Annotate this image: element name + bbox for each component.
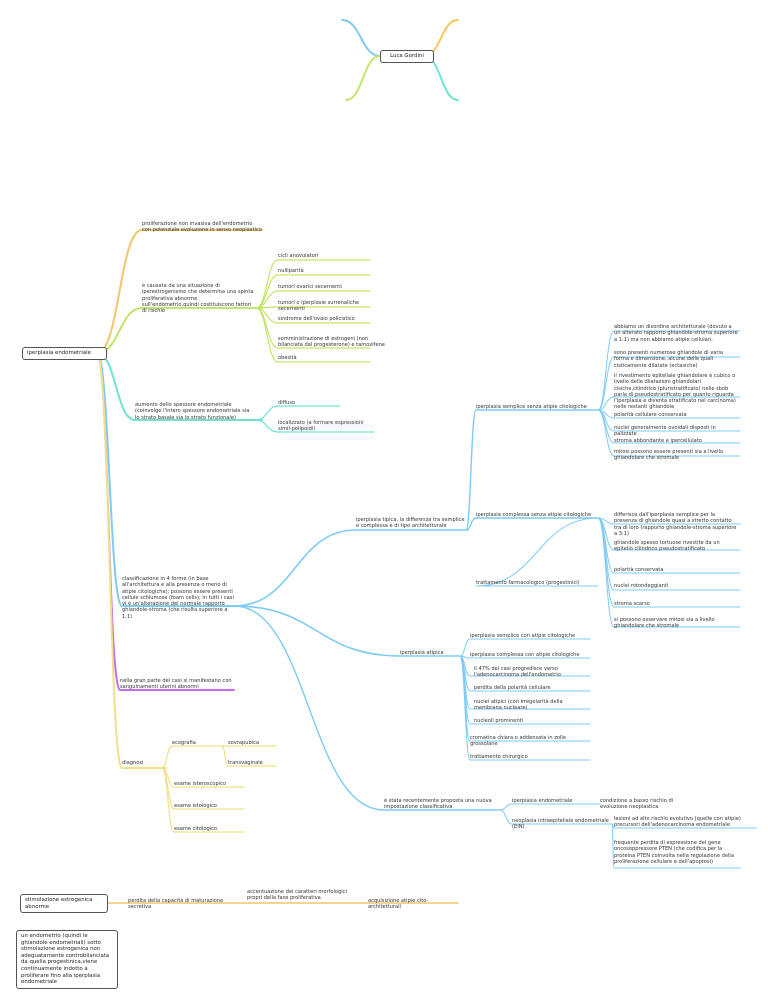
link-atipica bbox=[233, 605, 461, 657]
link-tratt-farm bbox=[475, 517, 599, 587]
ecografia-node[interactable]: ecografia bbox=[172, 740, 196, 746]
luca-branch-blue bbox=[341, 19, 381, 57]
citologico-node[interactable]: esame citologico bbox=[174, 826, 218, 832]
localizzato-node[interactable]: localizzato (a formare espressioni simil… bbox=[278, 420, 364, 433]
nuova-classificazione-node[interactable]: è stata recentemente proposta una nuova … bbox=[384, 798, 492, 811]
thickness-node[interactable]: aumento dello spessore endometriale (coi… bbox=[135, 402, 250, 421]
link-sd2 bbox=[597, 356, 741, 411]
endometrio-note-node[interactable]: un endometrio (quindi le ghiandole endom… bbox=[16, 930, 118, 989]
perdita-capacita-node[interactable]: perdita della capacità di maturazione se… bbox=[128, 898, 224, 911]
link-citologico bbox=[161, 767, 245, 833]
link-risk-nulli bbox=[255, 274, 371, 309]
link-complessa bbox=[465, 517, 599, 531]
risk-nulliparita[interactable]: nulliparità bbox=[278, 268, 304, 274]
link-tratt-chir bbox=[459, 655, 591, 761]
semplice-d7[interactable]: mitosi possono essere presenti sia a liv… bbox=[614, 449, 724, 462]
link-causa bbox=[96, 307, 263, 354]
classification-node[interactable]: classificazione in 4 forme (in base all'… bbox=[122, 576, 234, 620]
trattamento-chirurgico[interactable]: trattamento chirurgico bbox=[470, 754, 528, 760]
semplice-d6[interactable]: stroma abbondante e ipercellulato bbox=[614, 438, 702, 444]
acquisizione-node[interactable]: acquisizione atipie cito-architetturali bbox=[368, 898, 429, 911]
isteroscopico-node[interactable]: esame isteroscopico bbox=[174, 781, 227, 787]
condizione-basso-rischio[interactable]: condizione a basso rischio di evoluzione… bbox=[600, 798, 674, 811]
transvaginale-node[interactable]: transvaginale bbox=[228, 760, 263, 766]
complessa-c1[interactable]: differisce dall'iperplasia semplice per … bbox=[614, 512, 737, 537]
link-transvaginale bbox=[221, 745, 277, 767]
accentuazione-node[interactable]: accentuazione dei caratteri morfologici … bbox=[247, 889, 347, 902]
complessa-node[interactable]: iperplasia complessa senza atipie citolo… bbox=[476, 512, 592, 518]
complessa-c2[interactable]: ghiandole spesso tortuose rivestite da u… bbox=[614, 540, 720, 553]
link-sd7 bbox=[597, 409, 741, 457]
diagnosi-node[interactable]: diagnosi bbox=[122, 760, 144, 766]
pten-node[interactable]: frequente perdita di espressione del gen… bbox=[614, 840, 734, 865]
lesioni-alto-rischio[interactable]: lesioni ad alto rischio evolutivo (quell… bbox=[614, 816, 741, 829]
atipica-a1[interactable]: iperplasia semplice con atipie citologic… bbox=[470, 633, 576, 639]
atipica-a7[interactable]: cromatina chiara o addensata in zolle gr… bbox=[470, 735, 566, 748]
link-tipica bbox=[233, 529, 469, 607]
complessa-c3[interactable]: polarità conservata bbox=[614, 567, 664, 573]
link-diffuso bbox=[255, 405, 341, 421]
semplice-d3[interactable]: il rivestimento epiteliale ghiandolare è… bbox=[614, 373, 736, 411]
diffuso-node[interactable]: diffuso bbox=[278, 400, 296, 406]
risk-estrogeni[interactable]: somministrazione di estrogeni (non bilan… bbox=[278, 336, 385, 349]
link-pten bbox=[611, 823, 741, 869]
link-sd3 bbox=[597, 396, 741, 411]
link-localizz bbox=[255, 419, 375, 433]
link-c1 bbox=[597, 517, 741, 525]
complessa-c5[interactable]: stroma scarso bbox=[614, 601, 650, 607]
definition-node[interactable]: proliferazione non invasiva dell'endomet… bbox=[142, 221, 262, 234]
risk-ovaio-policistico[interactable]: sindrome dell'ovaio policistico bbox=[278, 316, 355, 322]
link-risk-obesita bbox=[255, 307, 371, 363]
link-c6 bbox=[597, 517, 741, 628]
risk-obesita[interactable]: obesità bbox=[278, 355, 297, 361]
istologico-node[interactable]: esame istologico bbox=[174, 803, 217, 809]
atipica-a2[interactable]: iperplasia complessa con atipie citologi… bbox=[470, 652, 580, 658]
luca-branch-green bbox=[345, 55, 381, 101]
atipica-a6[interactable]: nucleoli prominenti bbox=[474, 718, 524, 724]
ein-node[interactable]: neoplasia intraepiteliale endometriale (… bbox=[512, 818, 609, 831]
sanguinamenti-node[interactable]: nella gran parte dei casi si manifestano… bbox=[120, 678, 232, 691]
trattamento-farmacologico[interactable]: trattamento farmacologico (progestinici) bbox=[476, 580, 580, 586]
link-ip-endo bbox=[499, 803, 591, 811]
link-ein bbox=[499, 809, 613, 825]
semplice-node[interactable]: iperplasia semplice senza atipie citolog… bbox=[476, 404, 587, 410]
link-ecografia bbox=[161, 745, 223, 769]
complessa-c6[interactable]: si possono osservare mitosi sia a livell… bbox=[614, 617, 715, 630]
luca-gordini-node[interactable]: Luca Gordini bbox=[380, 50, 434, 63]
atipica-a3[interactable]: il 47% dei casi progredisce verso l'aden… bbox=[474, 666, 561, 679]
atipica-a4[interactable]: perdita della polarità cellulare bbox=[474, 685, 551, 691]
atipica-a5[interactable]: nuclei atipici (con irregolarità della m… bbox=[474, 699, 563, 712]
atipica-node[interactable]: iperplasia atipica bbox=[400, 650, 444, 656]
link-semplice bbox=[465, 409, 599, 531]
link-a2 bbox=[459, 655, 591, 659]
cause-node[interactable]: è causata da una situazione di iperestro… bbox=[142, 283, 254, 315]
stimolazione-node[interactable]: stimolazione estrogenica abnorme bbox=[20, 894, 108, 914]
complessa-c4[interactable]: nuclei rotondeggianti bbox=[614, 583, 669, 589]
sovrapubica-node[interactable]: sovrapubica bbox=[228, 740, 260, 746]
risk-tumori-ovarici[interactable]: tumori ovarici secernenti bbox=[278, 284, 342, 290]
semplice-d4[interactable]: polarità cellulare conservata bbox=[614, 412, 687, 418]
semplice-d1[interactable]: abbiamo un disordine architetturale (dov… bbox=[614, 324, 738, 343]
luca-branch-teal bbox=[423, 55, 459, 101]
iperplasia-endometriale-class[interactable]: iperplasia endometriale bbox=[512, 798, 573, 804]
risk-cicli[interactable]: cicli anovulatori bbox=[278, 253, 319, 259]
link-diagnosi bbox=[96, 352, 167, 769]
link-nuova bbox=[233, 605, 501, 811]
root-node[interactable]: iperplasia endometriale bbox=[22, 347, 107, 360]
risk-tumori-surrenalici[interactable]: tumori o iperplasie surrenaliche secerne… bbox=[278, 300, 359, 313]
link-a1 bbox=[459, 638, 591, 657]
tipica-node[interactable]: iperplasia tipica, la differenza tra sem… bbox=[356, 517, 465, 530]
semplice-d5[interactable]: nuclei generalmente ovoidali disposti in… bbox=[614, 425, 716, 438]
semplice-d2[interactable]: sono presenti numerose ghiandole di vari… bbox=[614, 350, 723, 369]
